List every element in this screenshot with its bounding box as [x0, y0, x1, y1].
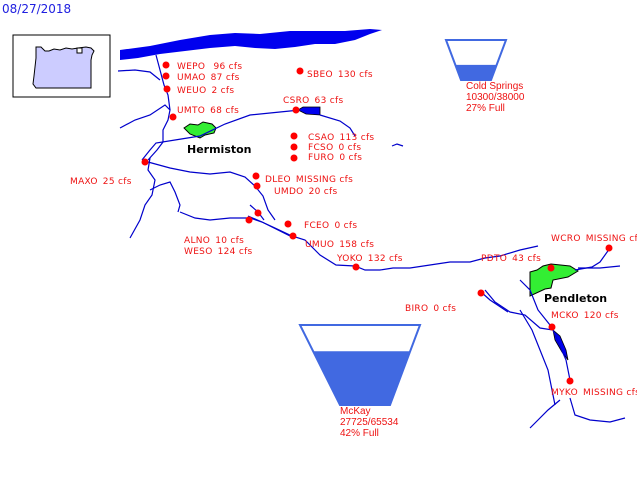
city-label-pendleton: Pendleton: [544, 292, 607, 305]
station-marker-alno[interactable]: [254, 209, 262, 217]
station-marker-wcro[interactable]: [605, 244, 613, 252]
river-segment: [574, 247, 611, 271]
reservoir-gauge-fill: [455, 64, 497, 80]
reservoir-percent: 27% Full: [466, 103, 505, 114]
river-segment: [141, 109, 301, 161]
river-segment: [247, 215, 291, 237]
reservoir-gauge-fill: [313, 351, 411, 405]
station-marker-mcko[interactable]: [548, 323, 556, 331]
columbia-river: [120, 29, 382, 60]
station-marker-umdo[interactable]: [253, 182, 261, 190]
station-marker-biro[interactable]: [477, 289, 485, 297]
river-segment: [569, 397, 626, 423]
river-network: [117, 54, 626, 429]
reservoir-storage: 10300/38000: [466, 92, 525, 103]
river-segment: [149, 181, 181, 213]
station-marker-umao[interactable]: [162, 72, 170, 80]
station-marker-sbeo[interactable]: [296, 67, 304, 75]
station-marker-umto[interactable]: [169, 113, 177, 121]
station-marker-weuo[interactable]: [163, 85, 171, 93]
river-segment: [519, 309, 556, 406]
station-marker-fcso[interactable]: [290, 143, 298, 151]
reservoir-name: McKay: [340, 406, 371, 417]
station-marker-fceo[interactable]: [284, 220, 292, 228]
station-label-wepo[interactable]: WEPO 96 cfs: [177, 62, 242, 72]
station-marker-wepo[interactable]: [162, 61, 170, 69]
river-segment: [484, 289, 571, 381]
station-marker-umuo[interactable]: [289, 232, 297, 240]
river-segment: [578, 265, 621, 269]
river-segment: [155, 54, 171, 111]
station-marker-csro[interactable]: [292, 106, 300, 114]
reservoir-gauge-mckay: McKay 27725/65534 42% Full: [298, 324, 422, 439]
river-segment: [129, 157, 156, 239]
river-segment: [117, 69, 161, 81]
station-marker-csao[interactable]: [290, 132, 298, 140]
city-label-hermiston: Hermiston: [187, 143, 252, 156]
station-marker-myko[interactable]: [566, 377, 574, 385]
river-segment: [119, 104, 171, 161]
river-segment: [319, 114, 356, 137]
station-marker-maxo[interactable]: [141, 158, 149, 166]
oregon-inset: [12, 34, 111, 98]
date-label: 08/27/2018: [2, 2, 72, 16]
cold-springs-water-body: [297, 106, 321, 116]
oregon-state-icon: [32, 46, 95, 89]
station-marker-pdto[interactable]: [547, 264, 555, 272]
inset-region-marker: [76, 47, 83, 54]
reservoir-storage: 27725/65534: [340, 417, 399, 428]
station-marker-furo[interactable]: [290, 154, 298, 162]
river-segment: [529, 399, 561, 429]
river-segment: [519, 279, 551, 326]
reservoir-name: Cold Springs: [466, 81, 523, 92]
reservoir-gauge-cold-springs: Cold Springs 10300/38000 27% Full: [444, 39, 525, 114]
pendleton-city-area: [529, 263, 579, 297]
station-marker-yoko[interactable]: [352, 263, 360, 271]
station-marker-weso[interactable]: [245, 216, 253, 224]
reservoir-percent: 42% Full: [340, 428, 379, 439]
river-segment: [147, 161, 276, 221]
river-segment: [391, 143, 404, 147]
station-marker-dleo[interactable]: [252, 172, 260, 180]
